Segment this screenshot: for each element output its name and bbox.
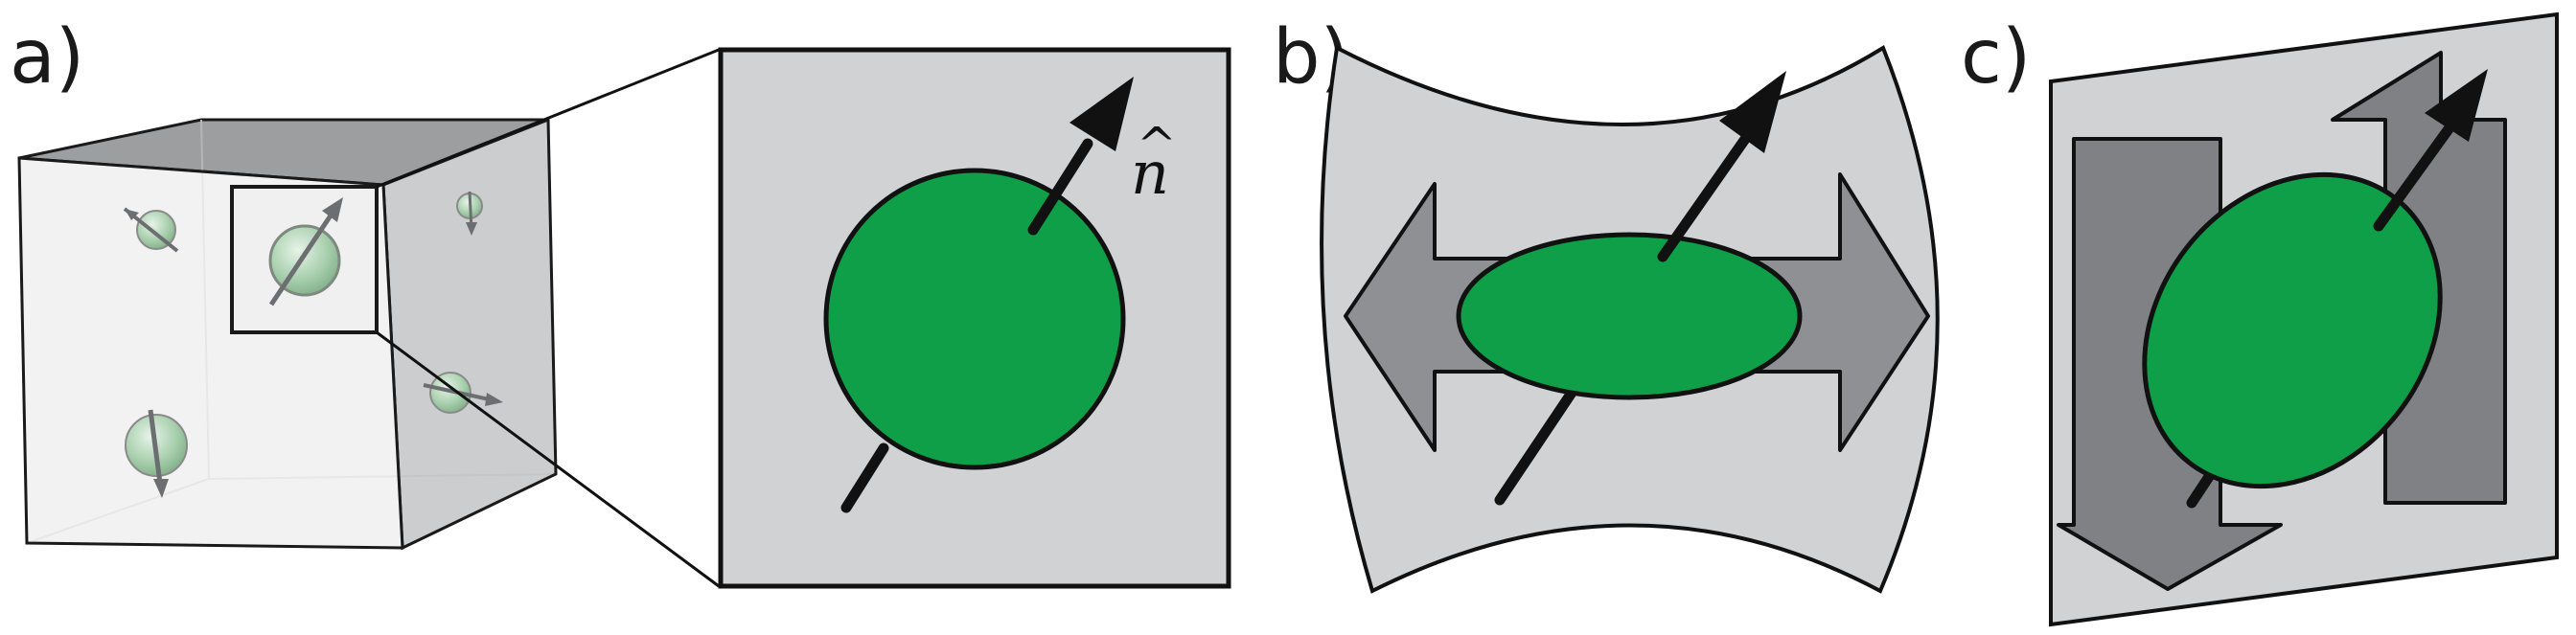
spin-particle: [456, 191, 483, 236]
spin-arrow-icon: [466, 222, 477, 236]
spin-vector-tail: [1494, 387, 1577, 506]
unit-vector-label: n ^: [1131, 117, 1177, 208]
panel-c-label: c): [1961, 14, 2031, 101]
spin-arrow-icon: [485, 393, 503, 406]
cube-side-face: [381, 117, 558, 551]
spin-arrow-icon: [2425, 69, 2488, 142]
spin-arrow-icon: [125, 209, 139, 220]
spin-arrow-icon: [322, 197, 343, 222]
spin-vector-tail: [840, 442, 889, 513]
unit-vector-hat: ^: [1137, 117, 1177, 172]
spin-particle-highlighted: [268, 197, 343, 306]
panel-a: a): [10, 14, 1231, 589]
spin-vector-head: [1657, 126, 1756, 262]
spin-arrow-icon: [1070, 77, 1134, 151]
spin-vector-head: [1027, 138, 1093, 236]
green-particle-elongated: [1456, 232, 1803, 400]
zoom-connector-bottom: [376, 330, 720, 588]
zoom-connector-top: [376, 48, 720, 189]
spin-arrow-icon: [1719, 71, 1786, 153]
spin-arrow-icon: [153, 479, 169, 498]
green-particle: [823, 168, 1126, 470]
spin-particle: [125, 409, 188, 498]
unit-vector-letter: n: [1131, 138, 1169, 208]
zoomed-spin-particle: [823, 77, 1134, 513]
panel-a-label: a): [10, 14, 84, 101]
panel-c: c): [1961, 11, 2559, 627]
spin-particle: [123, 207, 179, 253]
panel-b: b): [1273, 14, 1940, 594]
spin-vector-head: [2373, 121, 2456, 232]
